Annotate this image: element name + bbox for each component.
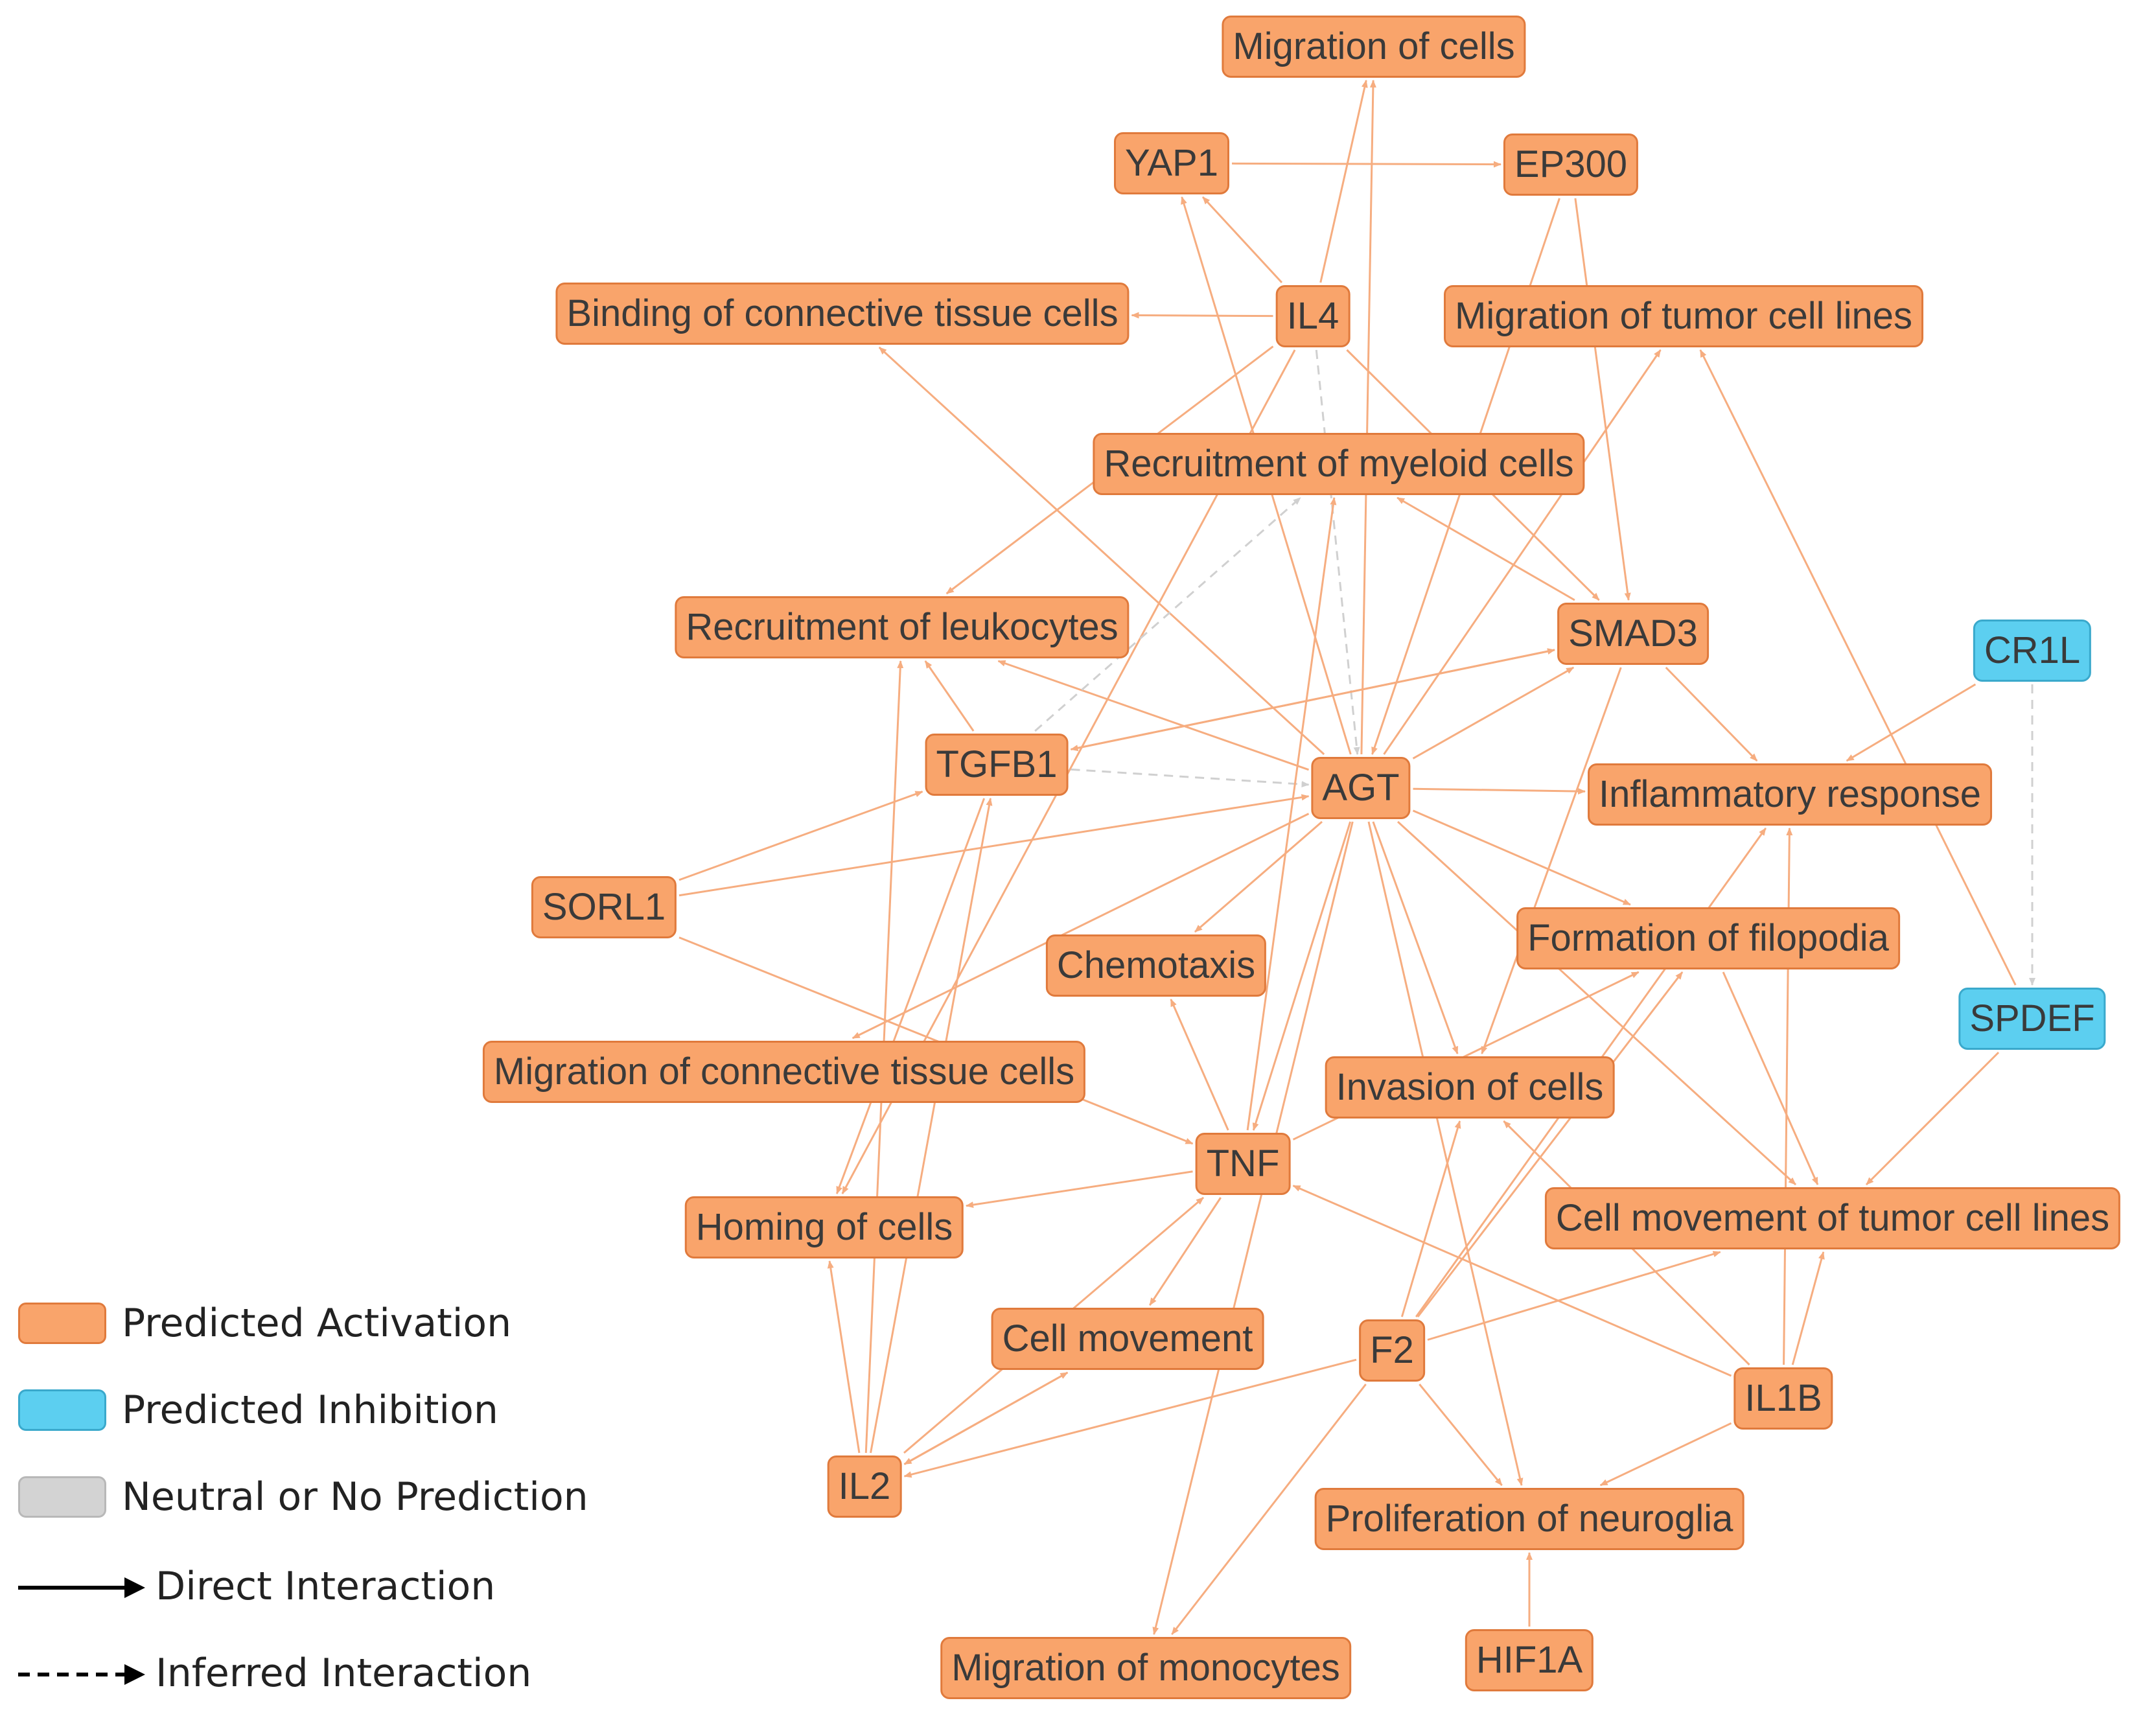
edge-il1b-to-tnf [1292, 1185, 1732, 1377]
edge-agt-to-tnf [1252, 821, 1352, 1131]
edge-f2-to-migration-monocytes [1171, 1384, 1367, 1635]
edge-f2-to-il2 [903, 1358, 1357, 1478]
edge-smad3-to-invasion [1481, 667, 1622, 1054]
edge-f2-to-formation-filopodia [1417, 971, 1684, 1317]
node-spdef[interactable]: SPDEF [1958, 988, 2106, 1050]
node-f2[interactable]: F2 [1359, 1319, 1425, 1382]
node-binding-connective[interactable]: Binding of connective tissue cells [555, 283, 1130, 345]
edge-tgfb1-to-homing [835, 798, 986, 1194]
edge-spdef-to-migration-tumor [1699, 349, 2017, 986]
edge-il2-to-homing [827, 1260, 861, 1454]
node-migration-monocytes[interactable]: Migration of monocytes [940, 1637, 1351, 1699]
edge-formation-filopodia-to-cell-movement-tumor [1722, 971, 1819, 1185]
edge-f2-to-invasion [1400, 1120, 1461, 1317]
edge-f2-to-proliferation [1419, 1384, 1503, 1486]
edge-tgfb1-to-agt [1071, 768, 1310, 788]
node-tnf[interactable]: TNF [1195, 1133, 1291, 1195]
edge-agt-to-chemotaxis [1194, 820, 1323, 933]
node-migration-tumor[interactable]: Migration of tumor cell lines [1444, 285, 1923, 347]
edge-smad3-to-inflammatory [1665, 666, 1758, 762]
edge-agt-to-cell-movement-tumor [1397, 820, 1796, 1186]
edge-agt-to-migration-connective [852, 813, 1310, 1039]
edge-il4-to-yap1 [1201, 196, 1283, 284]
node-homing[interactable]: Homing of cells [684, 1196, 964, 1258]
edge-ep300-to-smad3 [1574, 198, 1631, 601]
edge-il4-to-binding-connective [1131, 312, 1273, 319]
edge-il2-to-tgfb1 [870, 798, 993, 1454]
legend-label-neutral: Neutral or No Prediction [122, 1474, 588, 1520]
edge-il1b-to-cell-movement-tumor [1791, 1251, 1825, 1365]
node-il2[interactable]: IL2 [827, 1455, 902, 1518]
node-cell-movement[interactable]: Cell movement [991, 1308, 1264, 1370]
node-cr1l[interactable]: CR1L [1973, 620, 2092, 682]
edge-spdef-to-cell-movement-tumor [1865, 1051, 2000, 1186]
edge-tgfb1-to-smad3 [1071, 648, 1555, 750]
legend-inferred-arrow-icon [18, 1664, 145, 1685]
legend-label-activation: Predicted Activation [122, 1301, 512, 1346]
edge-tnf-to-chemotaxis [1170, 999, 1229, 1131]
edge-sorl1-to-agt [678, 794, 1310, 897]
node-il1b[interactable]: IL1B [1733, 1367, 1833, 1430]
edge-yap1-to-ep300 [1231, 161, 1501, 168]
legend-swatch-activation [18, 1303, 106, 1344]
edge-il4-to-migration-of-cells [1319, 80, 1368, 283]
edge-il1b-to-proliferation [1599, 1422, 1732, 1487]
legend-direct-arrow-icon [18, 1577, 145, 1598]
edge-agt-to-recruitment-leukocytes [997, 660, 1309, 771]
node-invasion[interactable]: Invasion of cells [1325, 1056, 1615, 1119]
node-hif1a[interactable]: HIF1A [1465, 1629, 1594, 1691]
legend-label-inhibition: Predicted Inhibition [122, 1387, 498, 1433]
edge-agt-to-migration-tumor [1383, 349, 1662, 755]
node-smad3[interactable]: SMAD3 [1557, 603, 1709, 665]
edge-agt-to-binding-connective [878, 346, 1325, 756]
node-proliferation[interactable]: Proliferation of neuroglia [1314, 1488, 1745, 1550]
edge-tnf-to-cell-movement [1149, 1197, 1222, 1306]
edge-cr1l-to-inflammatory [1846, 683, 1976, 762]
edge-tnf-to-recruitment-myeloid [1246, 497, 1337, 1131]
edge-il4-to-agt [1315, 349, 1360, 755]
edge-smad3-to-recruitment-myeloid [1397, 496, 1575, 601]
legend-label-direct: Direct Interaction [156, 1564, 496, 1609]
legend-label-inferred: Inferred Interaction [156, 1651, 532, 1696]
edge-tgfb1-to-recruitment-leukocytes [924, 660, 975, 732]
node-il4[interactable]: IL4 [1275, 285, 1350, 347]
edge-agt-to-migration-monocytes [1152, 821, 1354, 1635]
node-inflammatory[interactable]: Inflammatory response [1588, 763, 1992, 826]
node-recruitment-myeloid[interactable]: Recruitment of myeloid cells [1093, 433, 1585, 495]
node-cell-movement-tumor[interactable]: Cell movement of tumor cell lines [1544, 1187, 2121, 1249]
node-recruitment-leukocytes[interactable]: Recruitment of leukocytes [675, 596, 1130, 658]
legend-swatch-neutral [18, 1476, 106, 1518]
edge-tgfb1-to-recruitment-myeloid [1034, 496, 1301, 732]
edge-agt-to-migration-of-cells [1360, 80, 1376, 755]
node-yap1[interactable]: YAP1 [1113, 132, 1230, 194]
node-formation-filopodia[interactable]: Formation of filopodia [1516, 907, 1900, 969]
edge-cell-movement-to-il2 [903, 1371, 1069, 1465]
node-migration-of-cells[interactable]: Migration of cells [1222, 16, 1526, 78]
edge-f2-to-cell-movement-tumor [1427, 1251, 1721, 1341]
edge-agt-to-formation-filopodia [1412, 809, 1631, 906]
node-ep300[interactable]: EP300 [1503, 133, 1639, 196]
edge-tnf-to-homing [966, 1170, 1193, 1209]
node-chemotaxis[interactable]: Chemotaxis [1045, 934, 1267, 997]
legend-swatch-inhibition [18, 1389, 106, 1431]
node-tgfb1[interactable]: TGFB1 [925, 734, 1069, 796]
edge-sorl1-to-tnf [678, 936, 1194, 1145]
node-agt[interactable]: AGT [1311, 757, 1411, 819]
edge-agt-to-invasion [1372, 821, 1459, 1054]
edge-agt-to-proliferation [1367, 821, 1524, 1486]
node-sorl1[interactable]: SORL1 [531, 876, 677, 938]
node-migration-connective[interactable]: Migration of connective tissue cells [482, 1041, 1086, 1103]
edge-sorl1-to-tgfb1 [678, 791, 923, 881]
edge-agt-to-inflammatory [1413, 787, 1586, 795]
edge-agt-to-smad3 [1412, 666, 1575, 759]
